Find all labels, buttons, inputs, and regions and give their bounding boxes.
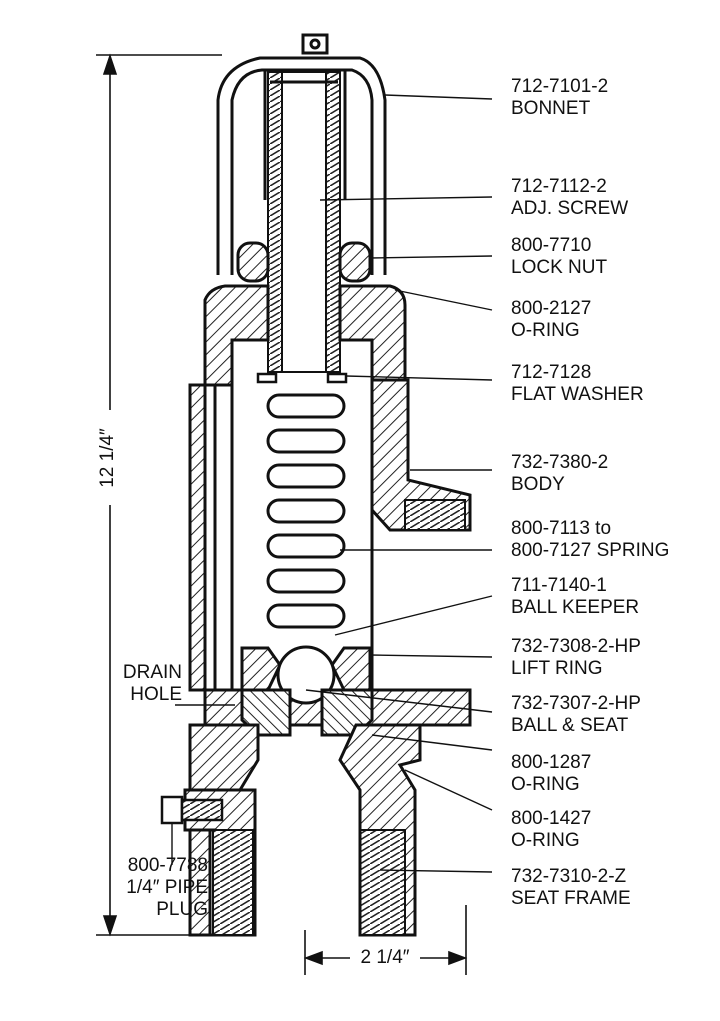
pipe-plug xyxy=(160,795,224,825)
spring xyxy=(266,393,346,629)
lock-nut xyxy=(236,241,372,283)
bonnet xyxy=(216,33,387,275)
dimension-height: 12 1/4″ xyxy=(97,428,118,488)
width-dimension xyxy=(303,905,468,975)
ball xyxy=(276,645,336,705)
leader-lines xyxy=(171,94,493,873)
lift-ring xyxy=(240,646,372,692)
adjusting-screw xyxy=(267,71,341,373)
seat-frame xyxy=(183,723,422,937)
flat-washer xyxy=(256,372,348,384)
dimension-width: 2 1/4″ xyxy=(360,947,410,968)
height-dimension xyxy=(96,53,222,937)
